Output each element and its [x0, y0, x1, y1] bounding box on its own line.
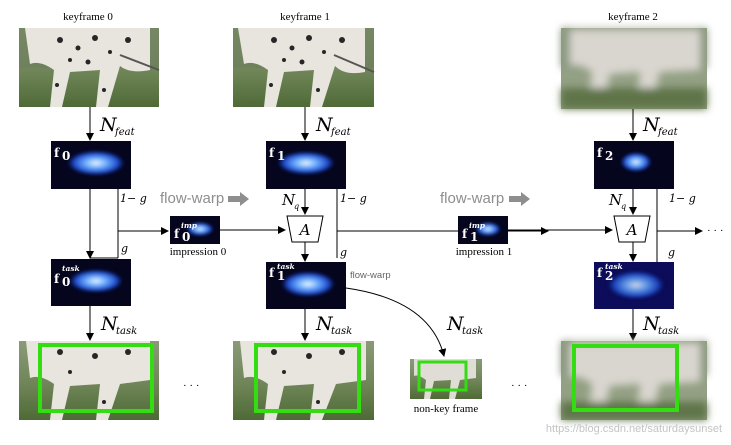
svg-text:imp: imp: [181, 221, 198, 230]
detection-box-2: [572, 344, 679, 412]
g-label-2: g: [668, 246, 675, 259]
keyframe-1-image: [233, 28, 375, 107]
svg-text:A: A: [298, 221, 311, 239]
g-label-0: g: [121, 242, 128, 255]
ellipsis-right: · · ·: [707, 225, 724, 237]
keyframe-1-label: keyframe 1: [280, 11, 330, 23]
keyframe-2-image: [561, 28, 707, 109]
svg-text:task: task: [277, 262, 295, 271]
svg-text:2: 2: [605, 269, 613, 283]
svg-text:N: N: [100, 313, 119, 335]
flow-warp-arrow-0: [228, 192, 249, 206]
svg-text:0: 0: [182, 230, 190, 244]
svg-text:0: 0: [62, 149, 70, 163]
n-q-label-1: N q: [281, 191, 299, 211]
svg-text:feat: feat: [114, 127, 136, 138]
n-task-label-nonkey: N task: [446, 313, 483, 337]
feature-map-f1: f 1: [266, 141, 346, 189]
svg-text:N: N: [642, 114, 661, 136]
svg-text:task: task: [605, 262, 623, 271]
svg-text:f: f: [269, 266, 275, 280]
impression-0-map: f 0 imp: [170, 216, 220, 244]
svg-text:task: task: [62, 264, 80, 273]
flow-warp-small-label: flow-warp: [350, 270, 391, 281]
svg-text:A: A: [625, 221, 638, 239]
svg-text:task: task: [116, 326, 137, 337]
svg-text:feat: feat: [657, 127, 679, 138]
svg-text:f: f: [54, 146, 60, 160]
feature-map-f2: f 2: [594, 141, 674, 189]
n-task-label-0: N task: [100, 313, 137, 337]
keyframe-0-image: [19, 28, 160, 107]
impression-1-label: impression 1: [456, 246, 513, 258]
svg-text:N: N: [281, 191, 296, 209]
n-task-label-1: N task: [315, 313, 352, 337]
output-image-2: [561, 341, 707, 420]
svg-text:2: 2: [605, 149, 613, 163]
n-feat-label-1: N feat: [315, 114, 352, 138]
ellipsis-0: · · ·: [183, 380, 200, 392]
n-q-label-2: N q: [608, 191, 626, 211]
svg-text:feat: feat: [330, 127, 352, 138]
task-feature-map-f1: f 1 task: [266, 262, 346, 309]
svg-text:N: N: [315, 114, 334, 136]
svg-text:1: 1: [277, 269, 285, 283]
watermark: https://blog.csdn.net/saturdaysunset: [546, 423, 722, 435]
g-label-1: g: [340, 246, 347, 259]
detection-box-nonkey: [417, 360, 468, 392]
svg-text:N: N: [99, 114, 118, 136]
keyframe-0-label: keyframe 0: [63, 11, 113, 23]
svg-text:f: f: [174, 227, 180, 241]
impression-1-map: f 1 imp: [458, 216, 508, 244]
output-image-1: [233, 341, 374, 420]
n-feat-label-0: N feat: [99, 114, 136, 138]
svg-text:f: f: [462, 227, 468, 241]
task-feature-map-f0: f 0 task: [51, 259, 131, 306]
ellipsis-1: · · ·: [511, 380, 528, 392]
svg-text:task: task: [331, 326, 352, 337]
svg-text:f: f: [597, 146, 603, 160]
svg-text:task: task: [462, 326, 483, 337]
svg-text:N: N: [608, 191, 623, 209]
aggregator-1: A: [286, 215, 324, 243]
nonkey-frame-label: non-key frame: [414, 403, 479, 415]
n-task-label-2: N task: [642, 313, 679, 337]
detection-box-1: [254, 343, 361, 413]
nonkey-frame-image: [410, 359, 482, 399]
one-minus-g-2: 1− g: [669, 192, 696, 205]
svg-text:f: f: [269, 146, 275, 160]
svg-text:task: task: [658, 326, 679, 337]
flow-warp-arrow-1: [509, 192, 530, 206]
svg-text:f: f: [54, 272, 60, 286]
svg-text:N: N: [315, 313, 334, 335]
svg-text:N: N: [642, 313, 661, 335]
impression-0-label: impression 0: [170, 246, 227, 258]
svg-text:0: 0: [62, 275, 70, 289]
svg-text:1: 1: [277, 149, 285, 163]
svg-text:imp: imp: [469, 221, 486, 230]
output-image-0: [19, 341, 159, 420]
flow-warp-label-0: flow-warp: [160, 190, 224, 207]
svg-text:q: q: [294, 202, 299, 211]
one-minus-g-0: 1− g: [120, 192, 147, 205]
keyframe-2-label: keyframe 2: [608, 11, 658, 23]
feature-map-f0: f 0: [51, 141, 131, 189]
svg-text:N: N: [446, 313, 465, 335]
n-feat-label-2: N feat: [642, 114, 679, 138]
svg-text:q: q: [621, 202, 626, 211]
svg-text:f: f: [597, 266, 603, 280]
svg-text:1: 1: [470, 230, 478, 244]
flow-warp-curve: [345, 287, 447, 357]
detection-box-0: [38, 343, 154, 413]
flow-warp-label-1: flow-warp: [440, 190, 504, 207]
one-minus-g-1: 1− g: [340, 192, 367, 205]
aggregator-2: A: [613, 215, 651, 243]
task-feature-map-f2: f 2 task: [594, 262, 674, 309]
